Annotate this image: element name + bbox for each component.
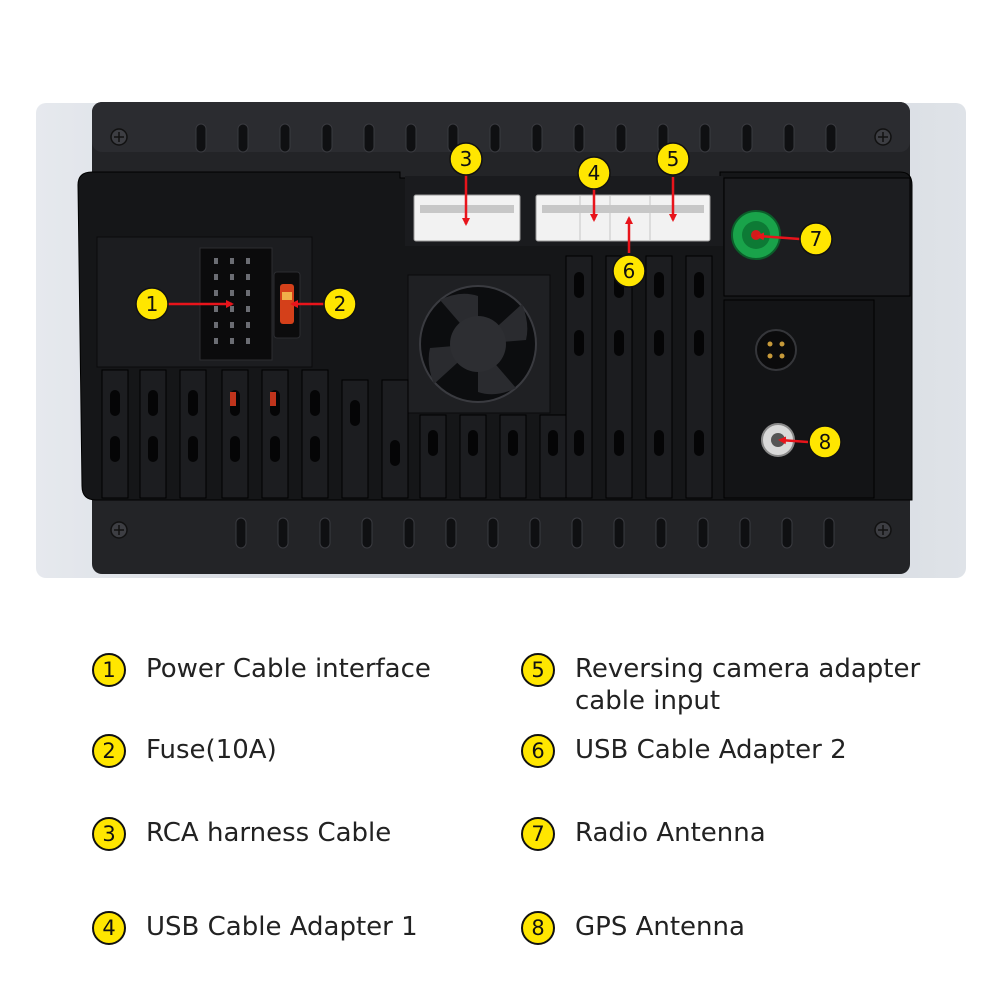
callout-number-5: 5 xyxy=(667,147,680,171)
legend-number-badge: 5 xyxy=(521,653,555,687)
callout-badge-3: 3 xyxy=(449,142,483,176)
legend-item-4: 4 USB Cable Adapter 1 xyxy=(92,911,506,945)
legend-label: Radio Antenna xyxy=(575,818,766,848)
legend-item-1: 1 Power Cable interface xyxy=(92,653,506,687)
callout-number-2: 2 xyxy=(334,292,347,316)
callout-number-4: 4 xyxy=(588,161,601,185)
legend-item-6: 6 USB Cable Adapter 2 xyxy=(521,734,935,768)
legend-label: Power Cable interface xyxy=(146,654,431,684)
legend-label: GPS Antenna xyxy=(575,912,745,942)
legend-item-8: 8 GPS Antenna xyxy=(521,911,935,945)
legend-number-badge: 1 xyxy=(92,653,126,687)
legend-label: RCA harness Cable xyxy=(146,818,392,848)
white-connectors xyxy=(413,194,711,242)
callout-badge-7: 7 xyxy=(799,222,833,256)
callout-badge-8: 8 xyxy=(808,425,842,459)
legend: 1 Power Cable interface 2 Fuse(10A) 3 RC… xyxy=(0,630,1000,990)
legend-label: USB Cable Adapter 2 xyxy=(575,735,847,765)
bottom-vent-slots xyxy=(235,517,835,549)
top-vent-slots xyxy=(195,123,837,153)
callout-badge-1: 1 xyxy=(135,287,169,321)
legend-number-badge: 7 xyxy=(521,817,555,851)
legend-label: Reversing camera adapter cable input xyxy=(575,654,921,716)
callout-badge-2: 2 xyxy=(323,287,357,321)
callout-number-3: 3 xyxy=(460,147,473,171)
callout-number-6: 6 xyxy=(623,259,636,283)
legend-item-5: 5 Reversing camera adapter cable input xyxy=(521,653,975,717)
radio-unit-rear-photo: 1 2 3 4 5 6 7 8 xyxy=(36,102,966,578)
legend-item-3: 3 RCA harness Cable xyxy=(92,817,506,851)
legend-item-7: 7 Radio Antenna xyxy=(521,817,935,851)
legend-number-badge: 8 xyxy=(521,911,555,945)
callout-number-1: 1 xyxy=(146,292,159,316)
heatsink-ribs xyxy=(101,255,713,499)
callout-badge-6: 6 xyxy=(612,254,646,288)
legend-label: Fuse(10A) xyxy=(146,735,277,765)
callout-badge-5: 5 xyxy=(656,142,690,176)
callout-number-8: 8 xyxy=(819,430,832,454)
callout-badge-4: 4 xyxy=(577,156,611,190)
legend-number-badge: 4 xyxy=(92,911,126,945)
legend-label: USB Cable Adapter 1 xyxy=(146,912,418,942)
legend-number-badge: 6 xyxy=(521,734,555,768)
callout-number-7: 7 xyxy=(810,227,823,251)
legend-item-2: 2 Fuse(10A) xyxy=(92,734,506,768)
legend-number-badge: 2 xyxy=(92,734,126,768)
callout-arrows xyxy=(168,175,809,445)
legend-number-badge: 3 xyxy=(92,817,126,851)
